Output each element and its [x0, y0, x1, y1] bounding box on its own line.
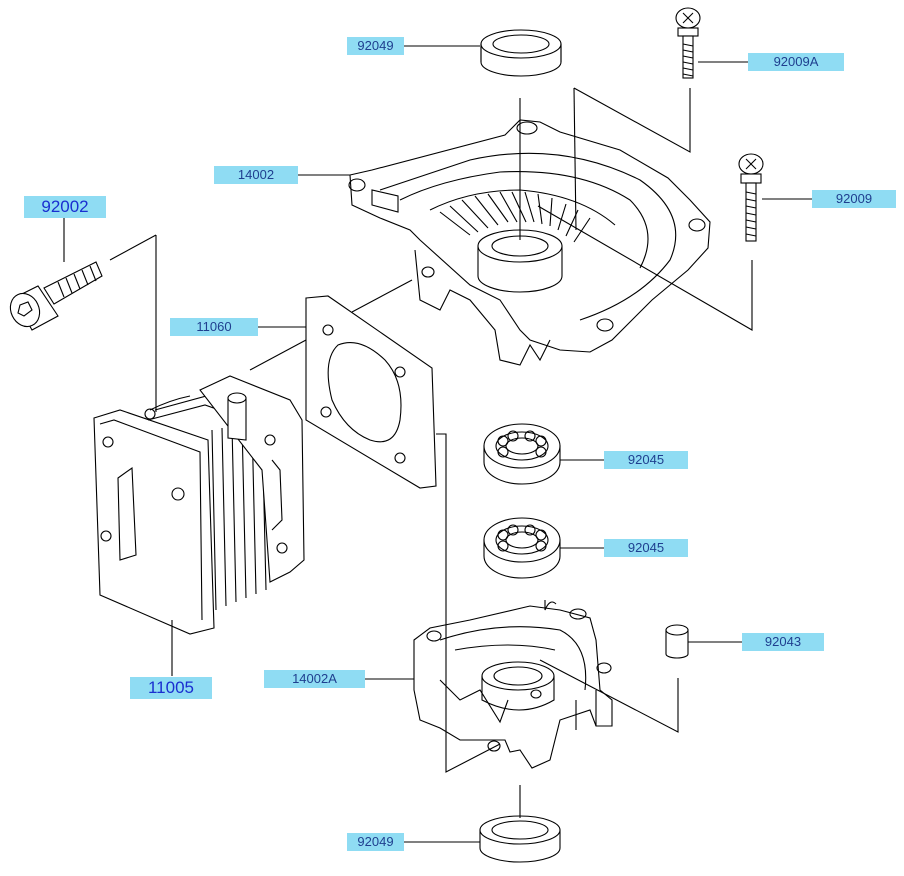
label-92009a[interactable]: 92009A [748, 53, 844, 71]
bolt-92009 [738, 153, 764, 242]
crankcase-upper [348, 119, 711, 366]
label-14002[interactable]: 14002 [214, 166, 298, 184]
bearing-lower [483, 517, 561, 579]
cap-screw [9, 261, 103, 331]
label-92043[interactable]: 92043 [742, 633, 824, 651]
oil-seal-bottom [479, 815, 561, 863]
bearing-upper [483, 423, 561, 485]
leader-lines [63, 45, 812, 843]
label-92045-upper[interactable]: 92045 [604, 451, 688, 469]
label-92009[interactable]: 92009 [812, 190, 896, 208]
crankcase-lower [413, 600, 613, 769]
label-92049-top[interactable]: 92049 [347, 37, 404, 55]
label-92002[interactable]: 92002 [24, 196, 106, 218]
label-11005[interactable]: 11005 [130, 677, 212, 699]
cylinder [93, 375, 305, 635]
label-14002a[interactable]: 14002A [264, 670, 365, 688]
pin [665, 624, 689, 659]
label-92045-lower[interactable]: 92045 [604, 539, 688, 557]
bolt-92009a [675, 7, 701, 79]
oil-seal-top [480, 29, 562, 77]
label-92049-bottom[interactable]: 92049 [347, 833, 404, 851]
gasket [305, 295, 437, 489]
label-11060[interactable]: 11060 [170, 318, 258, 336]
